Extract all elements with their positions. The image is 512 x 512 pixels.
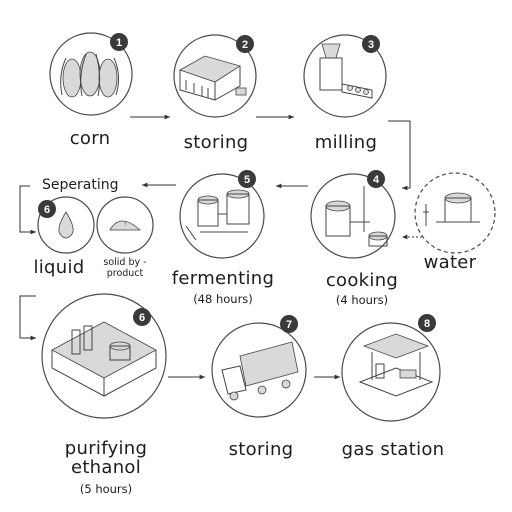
badge-4: 4 (367, 170, 385, 188)
badge-3: 3 (362, 35, 380, 53)
svg-text:3: 3 (368, 39, 374, 51)
cooking-circle (310, 173, 396, 259)
arrow-separating-to-liquid (19, 185, 36, 235)
mill-machine-icon (319, 43, 373, 99)
cooking-label: cooking (325, 270, 399, 291)
corn-label: corn (69, 128, 111, 149)
corn-icon (60, 51, 120, 98)
fermenting-tanks-icon (185, 189, 250, 241)
svg-text:6: 6 (139, 312, 145, 324)
badge-6-liquid: 6 (38, 200, 56, 218)
badge-6-purifying: 6 (133, 308, 151, 326)
badge-8: 8 (418, 314, 436, 332)
warehouse-icon (179, 55, 247, 101)
fermenting-duration: (48 hours) (193, 292, 253, 306)
purifying-duration: (5 hours) (79, 482, 133, 496)
svg-text:7: 7 (286, 319, 292, 331)
tanker-truck-icon (221, 341, 299, 401)
water-tank-icon (423, 192, 480, 226)
separating-label: Seperating (42, 177, 119, 193)
water-label: water (423, 252, 477, 273)
gas-station-label: gas station (341, 439, 445, 460)
badge-5: 5 (238, 170, 256, 188)
arrow-liquid-to-purifying (19, 295, 36, 341)
badge-2: 2 (236, 35, 254, 53)
svg-text:2: 2 (242, 39, 248, 51)
storing-label-2: storing (228, 439, 294, 460)
purifying-label-line1: purifying (64, 438, 148, 459)
badge-7: 7 (280, 315, 298, 333)
flow-arrows (19, 114, 450, 380)
cooking-tanks-icon (325, 186, 388, 247)
svg-text:5: 5 (244, 174, 250, 186)
solid-byproduct-label: solid by - product (103, 257, 147, 279)
milling-label: milling (314, 132, 378, 153)
water-circle (414, 172, 496, 254)
svg-text:!: ! (124, 221, 126, 228)
storing-label-1: storing (183, 132, 249, 153)
svg-text:6: 6 (44, 204, 50, 216)
svg-text:4: 4 (373, 174, 380, 186)
arrow-milling-to-cooking (388, 120, 411, 191)
droplet-icon (58, 211, 74, 239)
fermenting-label: fermenting (171, 268, 275, 289)
svg-text:1: 1 (116, 37, 122, 49)
powder-pile-icon: ! (109, 220, 142, 231)
liquid-label: liquid (33, 257, 85, 278)
cooking-duration: (4 hours) (335, 293, 389, 307)
gas-station-icon (358, 333, 434, 397)
badge-1: 1 (110, 33, 128, 51)
svg-text:8: 8 (424, 318, 430, 330)
refinery-icon (51, 321, 157, 397)
purifying-label-line2: ethanol (70, 457, 142, 478)
